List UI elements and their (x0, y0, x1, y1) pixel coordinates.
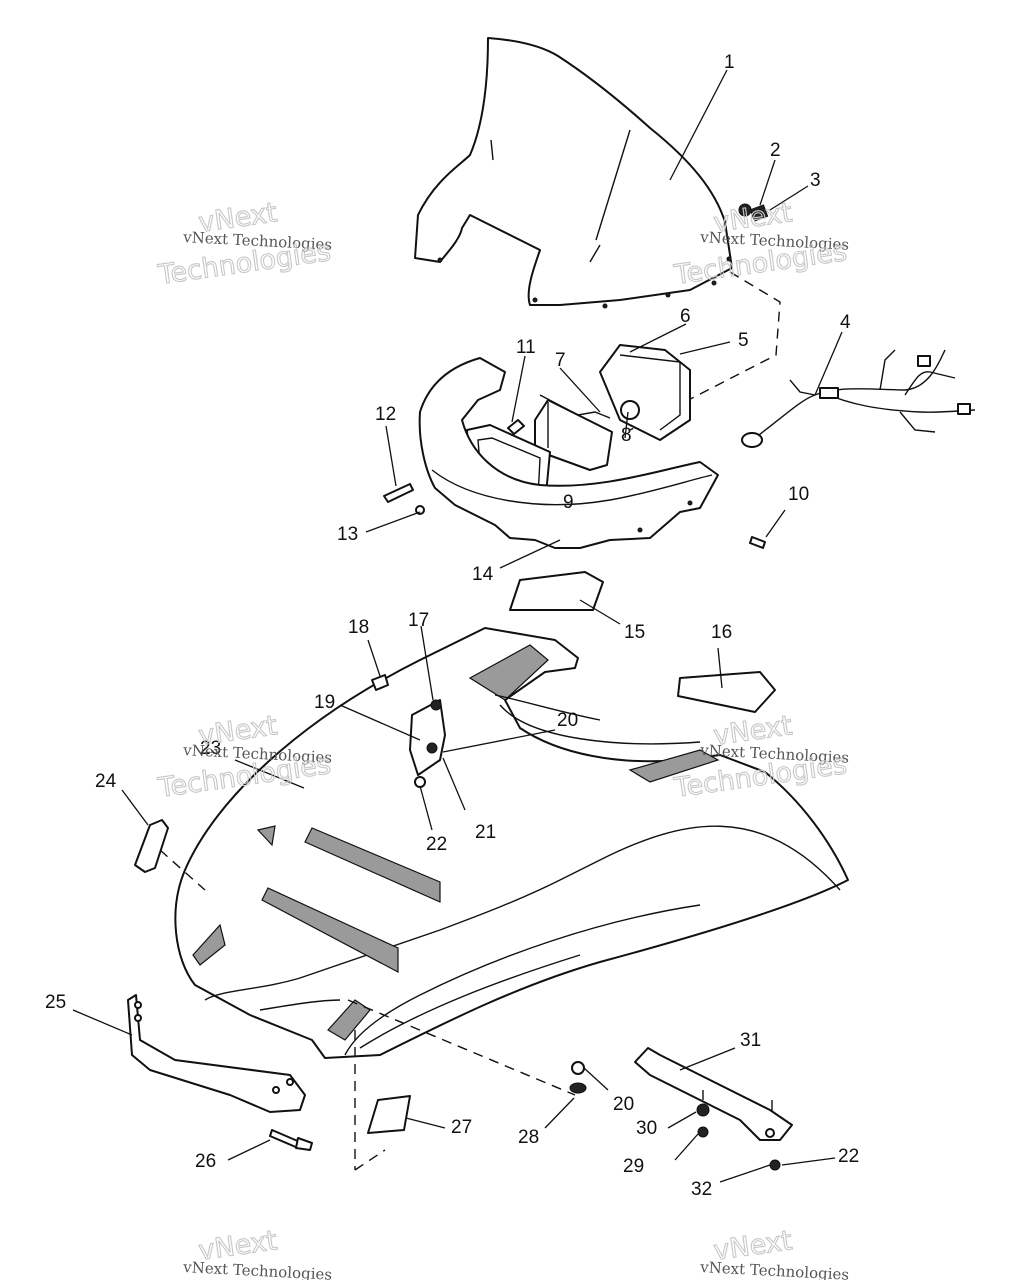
callout-29: 29 (623, 1156, 644, 1177)
pad-24-part (134, 819, 169, 873)
callout-20a: 20 (557, 710, 578, 731)
callout-19: 19 (314, 692, 335, 713)
callout-5: 5 (738, 330, 749, 351)
callout-20b: 20 (613, 1094, 634, 1115)
mounting-bracket-right-part (634, 1047, 793, 1171)
callout-labels: 1 2 3 4 5 6 7 8 9 10 11 12 13 14 15 16 1… (45, 52, 859, 1200)
svg-text:vNext Technologies: vNext Technologies (699, 1258, 850, 1280)
callout-4: 4 (840, 312, 851, 333)
callout-8: 8 (621, 425, 632, 446)
callout-27: 27 (451, 1117, 472, 1138)
callout-11: 11 (516, 337, 536, 358)
callout-23: 23 (200, 738, 221, 759)
dash-panel-part (418, 357, 719, 549)
windshield-clips-part (738, 203, 769, 222)
callout-18: 18 (348, 617, 369, 638)
callout-32: 32 (691, 1179, 712, 1200)
callout-14: 14 (472, 564, 494, 585)
callout-31: 31 (740, 1030, 761, 1051)
callout-17: 17 (408, 610, 429, 631)
callout-13: 13 (337, 524, 358, 545)
windshield-part (414, 37, 733, 309)
svg-text:vNext Technologies: vNext Technologies (182, 1258, 333, 1280)
callout-25: 25 (45, 992, 66, 1013)
callout-6: 6 (680, 306, 691, 327)
callout-1: 1 (724, 52, 735, 73)
callout-22a: 22 (426, 834, 447, 855)
decal-15-part (509, 571, 604, 611)
callout-2: 2 (770, 140, 781, 161)
callout-7: 7 (555, 350, 566, 371)
nut-washer-part (569, 1061, 587, 1094)
hood-part (174, 627, 849, 1059)
decal-16-part (677, 671, 776, 713)
callout-3: 3 (810, 170, 821, 191)
latch-bracket-part (371, 674, 446, 788)
watermark-bottom-right: vNext vNext Technologies (699, 1225, 850, 1280)
callout-26: 26 (195, 1151, 216, 1172)
watermark-bottom-left: vNext vNext Technologies (182, 1225, 333, 1280)
callout-12: 12 (375, 404, 396, 425)
callout-24: 24 (95, 771, 117, 792)
callout-30: 30 (636, 1118, 657, 1139)
watermark-top-left: vNext vNext Technologies Technologies (155, 197, 333, 292)
callout-9: 9 (563, 492, 574, 513)
callout-16: 16 (711, 622, 732, 643)
mounting-bracket-left-part (127, 994, 306, 1113)
callout-28: 28 (518, 1127, 539, 1148)
wiring-harness-part (741, 349, 976, 448)
callout-15: 15 (624, 622, 645, 643)
pad-27-part (367, 1095, 411, 1134)
callout-10: 10 (788, 484, 809, 505)
leader-lines (72, 69, 843, 1183)
callout-21: 21 (475, 822, 496, 843)
bolt-26-part (269, 1129, 301, 1149)
callout-22b: 22 (838, 1146, 859, 1167)
screws-part (383, 419, 766, 549)
